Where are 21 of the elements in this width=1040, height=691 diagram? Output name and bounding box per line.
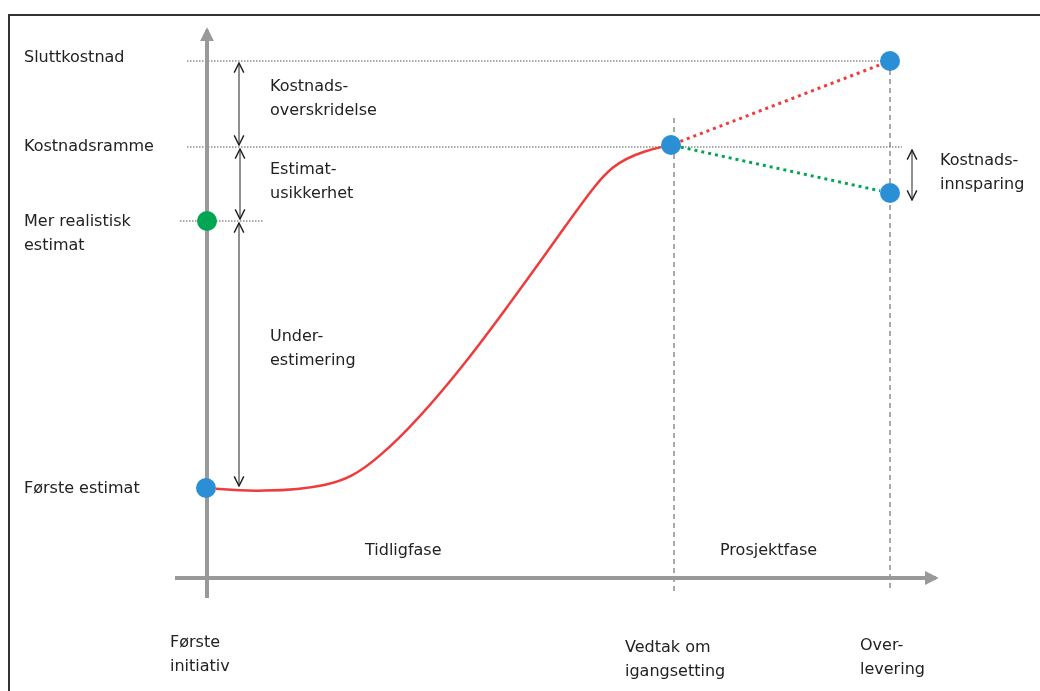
circle-point: [661, 135, 681, 155]
axis-label: Vedtak om igangsetting: [625, 636, 727, 682]
axis-label: Første initiativ: [170, 631, 231, 677]
axis-label: Kostnads- innsparing: [940, 149, 1026, 195]
axis-label: Kostnads- overskridelse: [270, 75, 378, 121]
circle-point: [197, 211, 217, 231]
dotted-trend-line: [679, 63, 882, 143]
cost-curve: [215, 145, 662, 492]
circle-point: [196, 478, 216, 498]
axis-label: Mer realistisk estimat: [24, 210, 132, 256]
axis-label: Tidligfase: [365, 539, 443, 561]
axis-label: Estimat- usikkerhet: [270, 158, 355, 204]
dotted-trend-line: [680, 145, 881, 193]
axis-label: Kostnadsramme: [24, 135, 155, 157]
axis-label: Første estimat: [24, 477, 141, 499]
circle-point: [880, 183, 900, 203]
axis-label: Sluttkostnad: [24, 46, 126, 68]
axis-label: Under- estimering: [270, 325, 357, 371]
axis-label: Prosjektfase: [720, 539, 819, 561]
circle-point: [880, 51, 900, 71]
axis-label: Over- levering: [860, 634, 926, 680]
